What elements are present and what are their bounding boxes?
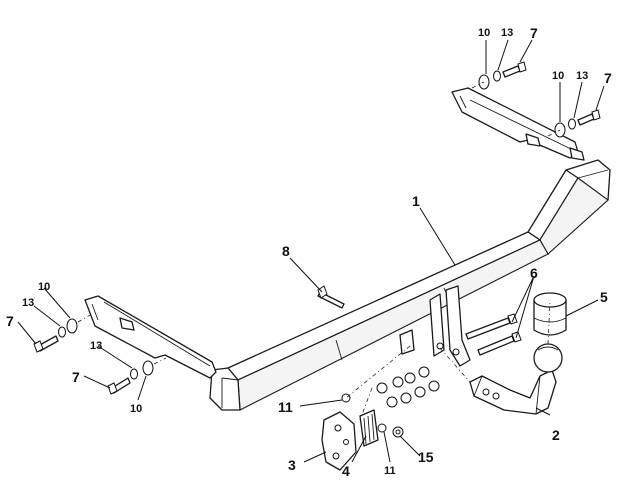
callout-13-upper-a: 13 <box>501 27 513 39</box>
hardware-set-upper-a <box>471 61 527 90</box>
hardware-set-upper-b <box>547 109 601 138</box>
callout-10-upper-b: 10 <box>552 70 564 82</box>
bolt-part-8 <box>317 285 345 309</box>
callout-4: 4 <box>342 463 350 479</box>
callout-10-upper-a: 10 <box>478 27 490 39</box>
callout-7-left-c: 7 <box>6 313 14 329</box>
assembly-guide-lines <box>345 299 551 421</box>
callout-labels: 1 2 3 4 5 6 8 11 11 15 10 13 7 10 13 7 1… <box>6 25 612 479</box>
callout-6: 6 <box>530 265 538 281</box>
callout-1: 1 <box>412 193 420 209</box>
crossbar-part-1 <box>84 87 611 411</box>
callout-13-left-c: 13 <box>22 297 34 309</box>
callout-5: 5 <box>600 289 608 305</box>
nut-cluster <box>376 366 440 408</box>
callout-13-left-d: 13 <box>90 340 102 352</box>
seal-part-4 <box>359 409 379 447</box>
hardware-set-left-c <box>33 313 93 353</box>
callout-8: 8 <box>282 243 290 259</box>
callout-10-left-d: 10 <box>130 403 142 415</box>
callout-2: 2 <box>552 427 560 443</box>
leader-lines <box>17 39 605 463</box>
washer-part-15 <box>392 426 404 438</box>
callout-7-upper-b: 7 <box>604 70 612 86</box>
socket-plate-part-3 <box>321 411 357 471</box>
tow-hook-part-2 <box>469 343 563 415</box>
callout-15: 15 <box>418 449 434 465</box>
callout-10-left-c: 10 <box>38 281 50 293</box>
hardware-set-left-d <box>107 357 167 395</box>
callout-7-left-d: 7 <box>72 369 80 385</box>
callout-7-upper-a: 7 <box>530 25 538 41</box>
callout-11-bottom: 11 <box>384 465 396 477</box>
callout-11-left: 11 <box>278 399 293 415</box>
callout-3: 3 <box>288 457 296 473</box>
ball-cap-part-5 <box>533 292 567 336</box>
callout-13-upper-b: 13 <box>576 70 588 82</box>
